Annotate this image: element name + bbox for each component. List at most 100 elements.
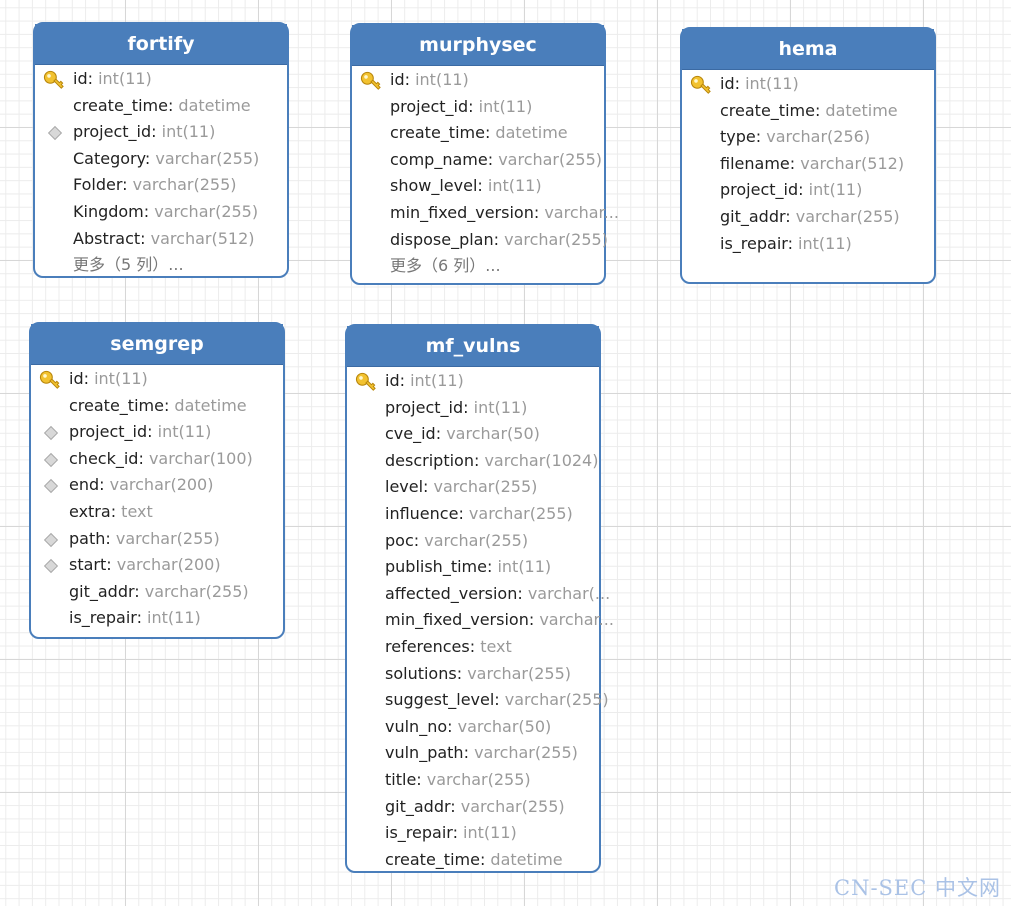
field-row[interactable]: id: int(11) xyxy=(35,66,287,93)
field-type: varchar(255) xyxy=(424,530,529,550)
table-title: fortify xyxy=(35,24,287,65)
field-type: varchar(50) xyxy=(457,716,552,736)
field-row[interactable]: comp_name: varchar(255) xyxy=(390,149,603,169)
field-row[interactable]: references: text xyxy=(385,636,512,656)
primary-key-icon xyxy=(43,70,65,90)
field-row[interactable]: description: varchar(1024) xyxy=(385,450,599,470)
field-row[interactable]: min_fixed_version: varchar... xyxy=(385,610,614,630)
field-list: id: int(11)project_id: int(11) create_tim… xyxy=(352,66,619,280)
field-row[interactable]: git_addr: varchar(255) xyxy=(720,206,900,226)
field-row[interactable]: end: varchar(200) xyxy=(31,472,283,499)
field-type: varchar(512) xyxy=(150,228,255,248)
table-semgrep[interactable]: semgrep id: int(11)create_time: datetime… xyxy=(29,322,285,639)
field-row[interactable]: check_id: varchar(100) xyxy=(31,446,283,473)
field-type: varchar(255) xyxy=(467,663,572,683)
field-row[interactable]: create_time: datetime xyxy=(385,849,563,869)
field-type: varchar(255) xyxy=(115,528,220,548)
field-type: varchar(255) xyxy=(795,206,900,226)
field-type: varchar(50) xyxy=(446,424,540,444)
field-name: Folder xyxy=(73,175,123,195)
field-name: poc xyxy=(385,530,414,550)
field-name: vuln_no xyxy=(385,716,448,736)
field-row[interactable]: git_addr: varchar(255) xyxy=(385,796,565,816)
field-row[interactable]: project_id: int(11) xyxy=(31,419,283,446)
field-row[interactable]: vuln_no: varchar(50) xyxy=(385,716,552,736)
field-row[interactable]: level: varchar(255) xyxy=(385,477,538,497)
field-row[interactable]: solutions: varchar(255) xyxy=(385,663,572,683)
field-row[interactable]: start: varchar(200) xyxy=(31,552,283,579)
field-row[interactable]: influence: varchar(255) xyxy=(385,503,573,523)
field-row[interactable]: id: int(11) xyxy=(352,67,604,94)
primary-key-icon xyxy=(360,71,382,91)
field-row[interactable]: Category: varchar(255) xyxy=(73,148,260,168)
field-row[interactable]: is_repair: int(11) xyxy=(720,233,852,253)
more-columns-link[interactable]: 更多（5 列）... xyxy=(73,255,184,275)
field-name: id xyxy=(73,69,88,88)
field-name: Abstract xyxy=(73,228,141,248)
field-type: varchar... xyxy=(539,610,614,630)
field-type: int(11) xyxy=(808,180,863,200)
field-name: is_repair xyxy=(69,608,137,628)
field-row[interactable]: git_addr: varchar(255) xyxy=(69,581,249,601)
field-row[interactable]: create_time: datetime xyxy=(720,100,898,120)
field-row[interactable]: min_fixed_version: varchar... xyxy=(390,202,619,222)
field-row[interactable]: suggest_level: varchar(255) xyxy=(385,690,609,710)
field-row[interactable]: project_id: int(11) xyxy=(720,180,863,200)
field-row[interactable]: Folder: varchar(255) xyxy=(73,175,237,195)
field-row[interactable]: path: varchar(255) xyxy=(31,526,283,553)
field-type: varchar(100) xyxy=(148,448,253,468)
field-list: id: int(11)create_time: datetime type: va… xyxy=(682,70,934,257)
field-row[interactable]: is_repair: int(11) xyxy=(385,823,517,843)
field-row[interactable]: dispose_plan: varchar(255) xyxy=(390,229,608,249)
field-row[interactable]: Kingdom: varchar(255) xyxy=(73,201,259,221)
field-row[interactable]: create_time: datetime xyxy=(69,395,247,415)
field-type: int(11) xyxy=(157,422,212,442)
field-name: affected_version xyxy=(385,583,518,603)
field-row[interactable]: create_time: datetime xyxy=(73,95,251,115)
field-name: is_repair xyxy=(720,233,788,253)
field-row[interactable]: project_id: int(11) xyxy=(385,397,528,417)
field-type: datetime xyxy=(490,849,563,869)
field-row[interactable]: type: varchar(256) xyxy=(720,127,871,147)
field-row[interactable]: id: int(11) xyxy=(682,71,934,98)
field-row[interactable]: publish_time: int(11) xyxy=(385,557,552,577)
field-row[interactable]: cve_id: varchar(50) xyxy=(385,424,540,444)
field-type: varchar... xyxy=(544,202,619,222)
field-row[interactable]: create_time: datetime xyxy=(390,123,568,143)
field-row[interactable]: is_repair: int(11) xyxy=(69,608,201,628)
field-type: varchar(255) xyxy=(504,690,609,710)
more-columns-link[interactable]: 更多（6 列）... xyxy=(390,256,501,276)
field-row[interactable]: vuln_path: varchar(255) xyxy=(385,743,578,763)
field-row[interactable]: id: int(11) xyxy=(31,366,283,393)
field-name: create_time xyxy=(720,100,815,120)
field-row[interactable]: extra: text xyxy=(69,501,153,521)
field-row[interactable]: poc: varchar(255) xyxy=(385,530,529,550)
field-type: int(11) xyxy=(478,96,533,116)
field-list: id: int(11)create_time: datetime project_… xyxy=(31,365,283,632)
field-type: int(11) xyxy=(410,371,464,390)
field-row[interactable]: affected_version: varchar(... xyxy=(385,583,611,603)
field-name: path xyxy=(69,528,106,548)
field-type: varchar(255) xyxy=(426,769,531,789)
field-name: vuln_path xyxy=(385,743,464,763)
table-murphysec[interactable]: murphysec id: int(11)project_id: int(11)… xyxy=(350,23,619,285)
field-name: create_time xyxy=(385,849,480,869)
field-row[interactable]: Abstract: varchar(512) xyxy=(73,228,255,248)
field-name: git_addr xyxy=(720,206,786,226)
field-type: varchar(256) xyxy=(766,127,871,147)
field-row[interactable]: title: varchar(255) xyxy=(385,769,531,789)
table-fortify[interactable]: fortify id: int(11)create_time: datetime… xyxy=(33,22,289,278)
field-type: int(11) xyxy=(798,233,852,253)
field-name: Kingdom xyxy=(73,201,144,221)
field-row[interactable]: id: int(11) xyxy=(347,368,599,395)
field-row[interactable]: project_id: int(11) xyxy=(390,96,533,116)
field-type: datetime xyxy=(174,395,247,415)
field-type: int(11) xyxy=(98,69,152,88)
field-row[interactable]: filename: varchar(512) xyxy=(720,153,905,173)
table-mf-vulns[interactable]: mf_vulns id: int(11)project_id: int(11)c… xyxy=(345,324,614,873)
field-row[interactable]: show_level: int(11) xyxy=(390,176,542,196)
field-row[interactable]: project_id: int(11) xyxy=(35,119,287,146)
primary-key-icon xyxy=(39,370,61,390)
field-type: text xyxy=(480,636,512,656)
